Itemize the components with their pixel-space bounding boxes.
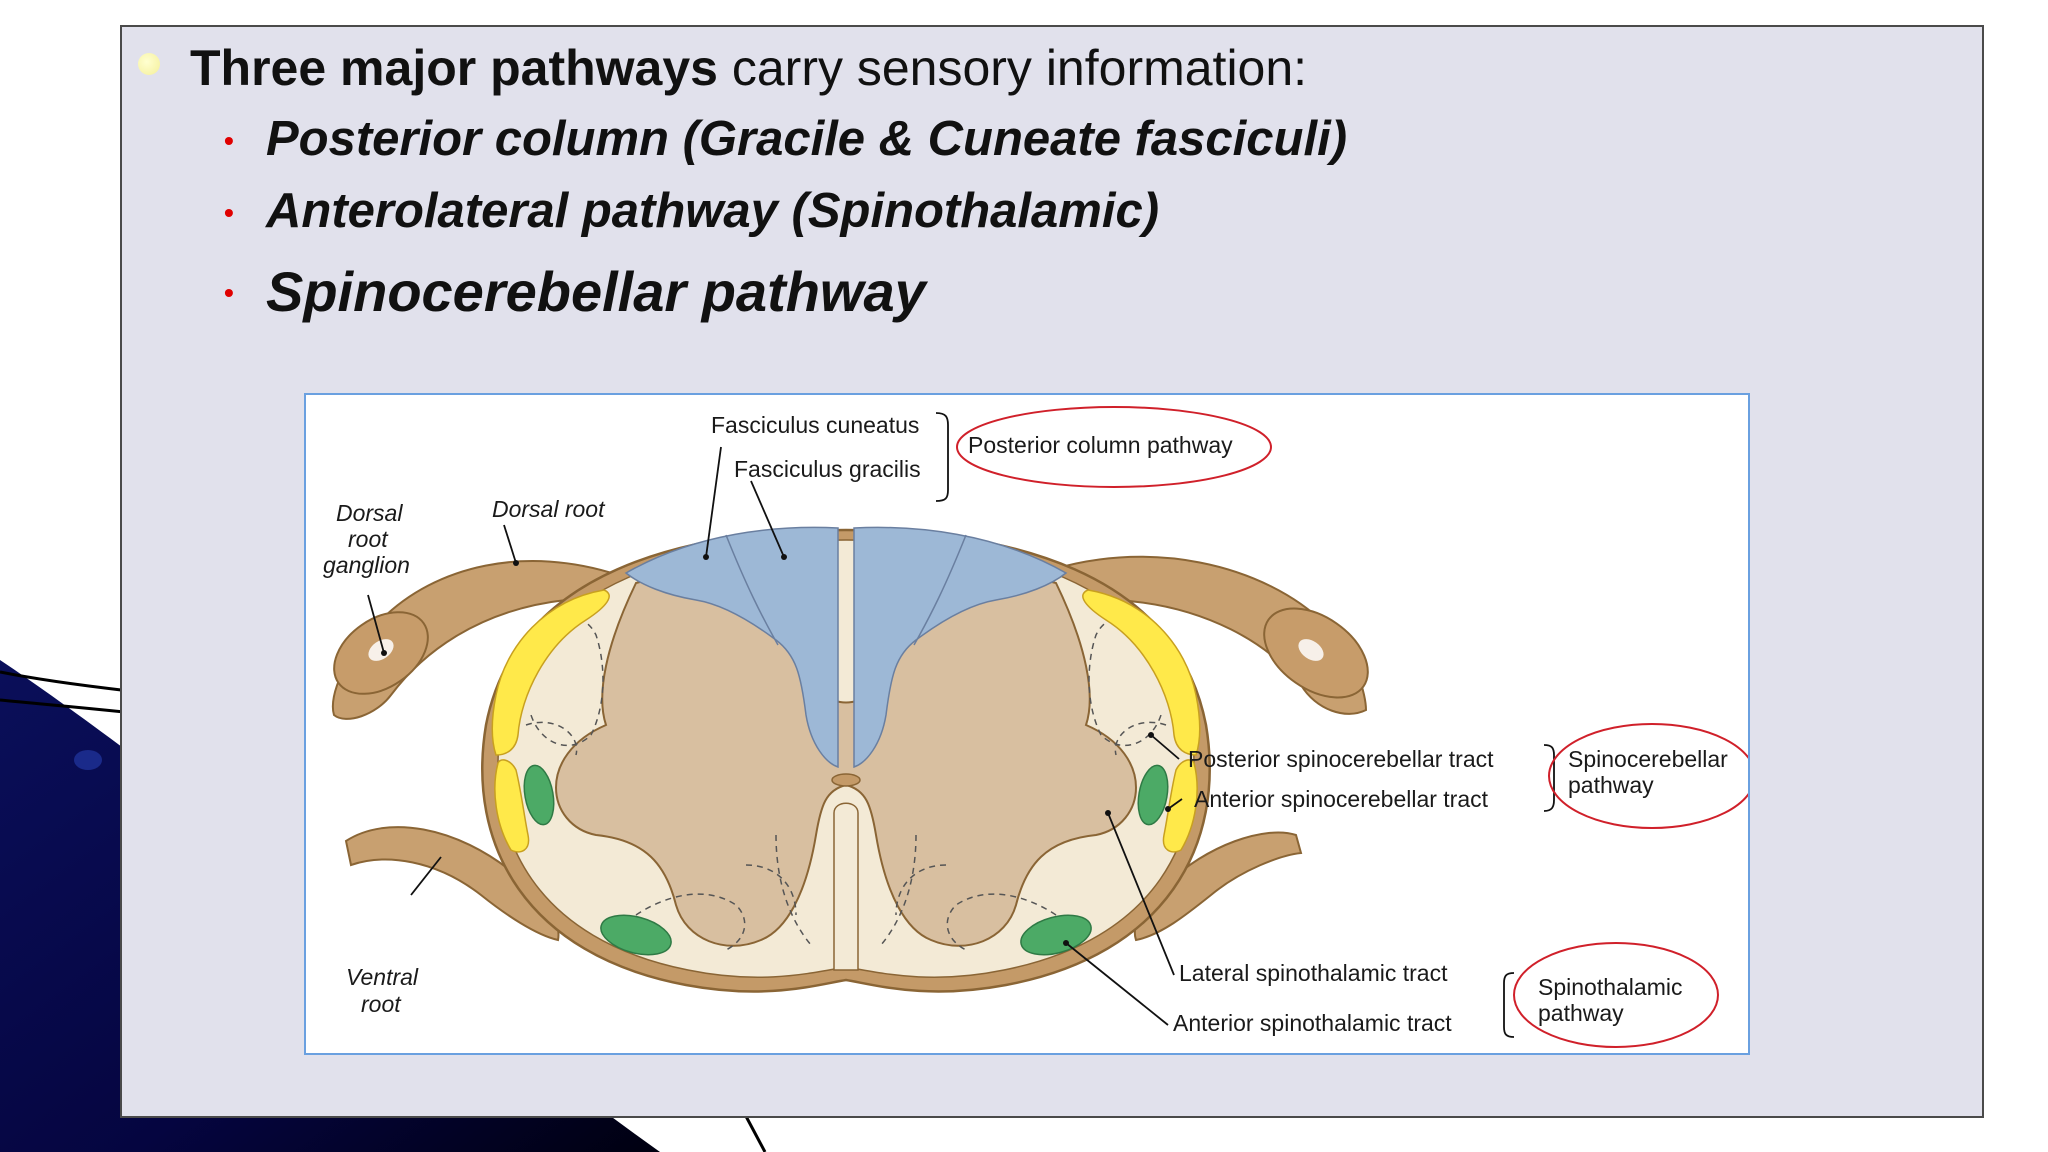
label-spinocerebellar-pathway-line1: Spinocerebellar: [1568, 746, 1728, 772]
sub-bullet-posterior-column: • Posterior column (Gracile & Cuneate fa…: [224, 111, 1348, 167]
label-lateral-spinothalamic-tract: Lateral spinothalamic tract: [1179, 960, 1448, 986]
label-posterior-spinocerebellar-tract: Posterior spinocerebellar tract: [1188, 746, 1494, 772]
main-bullet-text: carry sensory information:: [717, 40, 1308, 96]
sub-bullet-spinocerebellar: • Spinocerebellar pathway: [224, 259, 926, 324]
highlight-circles: [956, 406, 1748, 1048]
label-fasciculus-cuneatus: Fasciculus cuneatus: [711, 412, 919, 438]
label-dorsal-root-ganglion-line2: root: [348, 526, 389, 552]
main-bullet: Three major pathways carry sensory infor…: [138, 39, 1308, 97]
posterior-column-region: [624, 526, 1068, 769]
bullet-dot-icon: [138, 53, 160, 75]
main-bullet-bold-text: Three major pathways: [190, 40, 718, 96]
red-bullet-icon: •: [224, 125, 234, 156]
label-fasciculus-gracilis: Fasciculus gracilis: [734, 456, 921, 482]
sub-bullet-anterolateral: • Anterolateral pathway (Spinothalamic): [224, 183, 1160, 239]
sub-bullet-text: Anterolateral pathway (Spinothalamic): [266, 184, 1160, 238]
red-bullet-icon: •: [224, 277, 234, 308]
label-ventral-root-line2: root: [361, 991, 402, 1017]
label-spinothalamic-pathway-line1: Spinothalamic: [1538, 974, 1682, 1000]
label-ventral-root-line1: Ventral: [346, 964, 419, 990]
spinal-cord-diagram: Fasciculus cuneatus Fasciculus gracilis …: [304, 393, 1750, 1055]
label-spinocerebellar-pathway-line2: pathway: [1568, 772, 1654, 798]
label-anterior-spinocerebellar-tract: Anterior spinocerebellar tract: [1194, 786, 1489, 812]
label-brackets: [935, 412, 1555, 1038]
ventral-root-right: [1133, 831, 1303, 942]
spinocerebellar-tracts: [491, 589, 1201, 853]
label-posterior-column-pathway: Posterior column pathway: [968, 432, 1233, 458]
leader-points: [381, 554, 1171, 946]
spinal-cord-cross-section: [481, 528, 1211, 993]
label-dorsal-root-ganglion-line1: Dorsal: [336, 500, 403, 526]
slide-content-panel: Three major pathways carry sensory infor…: [120, 25, 1984, 1118]
label-anterior-spinothalamic-tract: Anterior spinothalamic tract: [1173, 1010, 1452, 1036]
sub-bullet-text: Posterior column (Gracile & Cuneate fasc…: [266, 112, 1348, 166]
spinothalamic-tracts: [523, 764, 1169, 956]
red-bullet-icon: •: [224, 197, 234, 228]
label-dorsal-root-ganglion-line3: ganglion: [323, 552, 410, 578]
ventral-root-left: [344, 826, 560, 942]
sub-bullet-text: Spinocerebellar pathway: [266, 260, 926, 323]
label-dorsal-root: Dorsal root: [492, 496, 606, 522]
label-spinothalamic-pathway-line2: pathway: [1538, 1000, 1624, 1026]
